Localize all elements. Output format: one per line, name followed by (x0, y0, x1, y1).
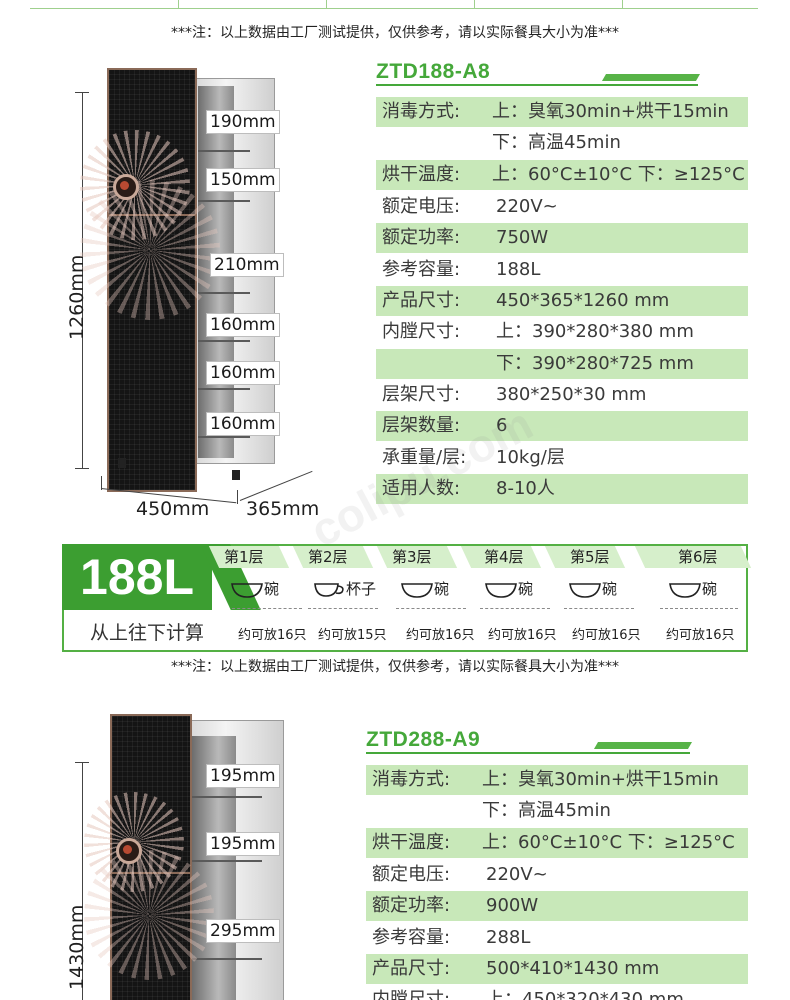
shelf-gap-label: 150mm (206, 168, 280, 192)
spec-row: 烘干温度:上：60°C±10°C 下：≥125°C (366, 828, 748, 858)
layer-column: 第5层 碗 约可放16只 (544, 546, 646, 650)
bowl-icon (569, 582, 601, 598)
layer-name: 第6层 (678, 548, 718, 566)
layer-name: 第3层 (392, 548, 432, 566)
spec-row: 额定功率:900W (366, 891, 748, 921)
model-title-a9: ZTD288-A9 (366, 728, 481, 751)
capacity-volume: 188L (62, 544, 212, 610)
spec-row: 下：高温45min (376, 128, 748, 158)
layer-item: 碗 (568, 578, 617, 599)
shelf-gap-label: 160mm (206, 412, 280, 436)
layer-count: 约可放16只 (488, 628, 557, 643)
shelf-gap-label: 190mm (206, 110, 280, 134)
bowl-icon (669, 582, 701, 598)
width-dimension-label: 450mm (136, 498, 210, 520)
layer-item: 碗 (400, 578, 449, 599)
spec-row: 额定电压:220V~ (366, 860, 748, 890)
layer-name: 第1层 (224, 548, 264, 566)
layer-count: 约可放16只 (406, 628, 475, 643)
control-dial-icon (116, 838, 142, 864)
shelf-gap-label: 160mm (206, 313, 280, 337)
spec-row: 额定电压:220V~ (376, 192, 748, 222)
disclaimer-note-top: ***注：以上数据由工厂测试提供，仅供参考，请以实际餐具大小为准*** (171, 25, 619, 41)
shelf-gap-label: 195mm (206, 832, 280, 856)
layer-name: 第2层 (308, 548, 348, 566)
shelf-gap-label: 295mm (206, 919, 280, 943)
shelf-gap-label: 210mm (210, 253, 284, 277)
layer-item: 杯子 (312, 578, 376, 599)
spec-row: 层架数量:6 (376, 411, 748, 441)
spec-row: 层架尺寸:380*250*30 mm (376, 380, 748, 410)
layer-item: 碗 (668, 578, 717, 599)
spec-row: 产品尺寸:450*365*1260 mm (376, 286, 748, 316)
spec-table-a8: 消毒方式:上：臭氧30min+烘干15min 下：高温45min 烘干温度:上：… (376, 95, 748, 507)
layer-count: 约可放16只 (572, 628, 641, 643)
layer-item: 碗 (484, 578, 533, 599)
spec-row: 烘干温度:上：60°C±10°C 下：≥125°C (376, 160, 748, 190)
depth-dimension-label: 365mm (246, 498, 320, 520)
spec-row: 下：390*280*725 mm (376, 349, 748, 379)
spec-row: 下：高温45min (366, 796, 748, 826)
spec-row: 内膛尺寸:上：390*280*380 mm (376, 317, 748, 347)
shelf-gap-label: 160mm (206, 361, 280, 385)
spec-row: 内膛尺寸:上：450*320*430 mm (366, 985, 748, 1000)
shelf-gap-label: 195mm (206, 764, 280, 788)
layer-count: 约可放16只 (666, 628, 735, 643)
spec-row: 承重量/层:10kg/层 (376, 443, 748, 473)
layer-item: 碗 (230, 578, 279, 599)
product-image-a8: 1260mm 190mm 150mm 210mm 160mm 160mm 160… (0, 60, 340, 530)
bowl-icon (485, 582, 517, 598)
layer-name: 第4层 (484, 548, 524, 566)
product-image-a9: 1430mm 195mm 195mm 295mm (0, 700, 340, 1000)
spec-row: 消毒方式:上：臭氧30min+烘干15min (366, 765, 748, 795)
layer-column: 第3层 碗 约可放16只 (376, 546, 475, 650)
layer-column: 第1层 碗 约可放16只 (208, 546, 307, 650)
model-title-a8: ZTD188-A8 (376, 60, 491, 83)
spec-row: 额定功率:750W (376, 223, 748, 253)
spec-row: 参考容量:188L (376, 255, 748, 285)
disclaimer-note-mid: ***注：以上数据由工厂测试提供，仅供参考，请以实际餐具大小为准*** (171, 659, 619, 675)
layer-column: 第6层 碗 约可放16只 (634, 546, 752, 650)
top-table-edge (30, 0, 758, 9)
bowl-icon (401, 582, 433, 598)
spec-row: 适用人数:8-10人 (376, 474, 748, 504)
layer-name: 第5层 (570, 548, 610, 566)
spec-row: 产品尺寸:500*410*1430 mm (366, 954, 748, 984)
cup-icon (314, 582, 344, 597)
capacity-caption: 从上往下计算 (89, 622, 204, 644)
layer-count: 约可放16只 (238, 628, 307, 643)
spec-row: 参考容量:288L (366, 923, 748, 953)
spec-row: 消毒方式:上：臭氧30min+烘干15min (376, 97, 748, 127)
layer-count: 约可放15只 (318, 628, 387, 643)
spec-table-a9: 消毒方式:上：臭氧30min+烘干15min 下：高温45min 烘干温度:上：… (366, 763, 748, 1000)
bowl-icon (231, 582, 263, 598)
layer-column: 第2层 杯子 约可放15只 (292, 546, 388, 650)
layer-column: 第4层 碗 约可放16只 (460, 546, 557, 650)
